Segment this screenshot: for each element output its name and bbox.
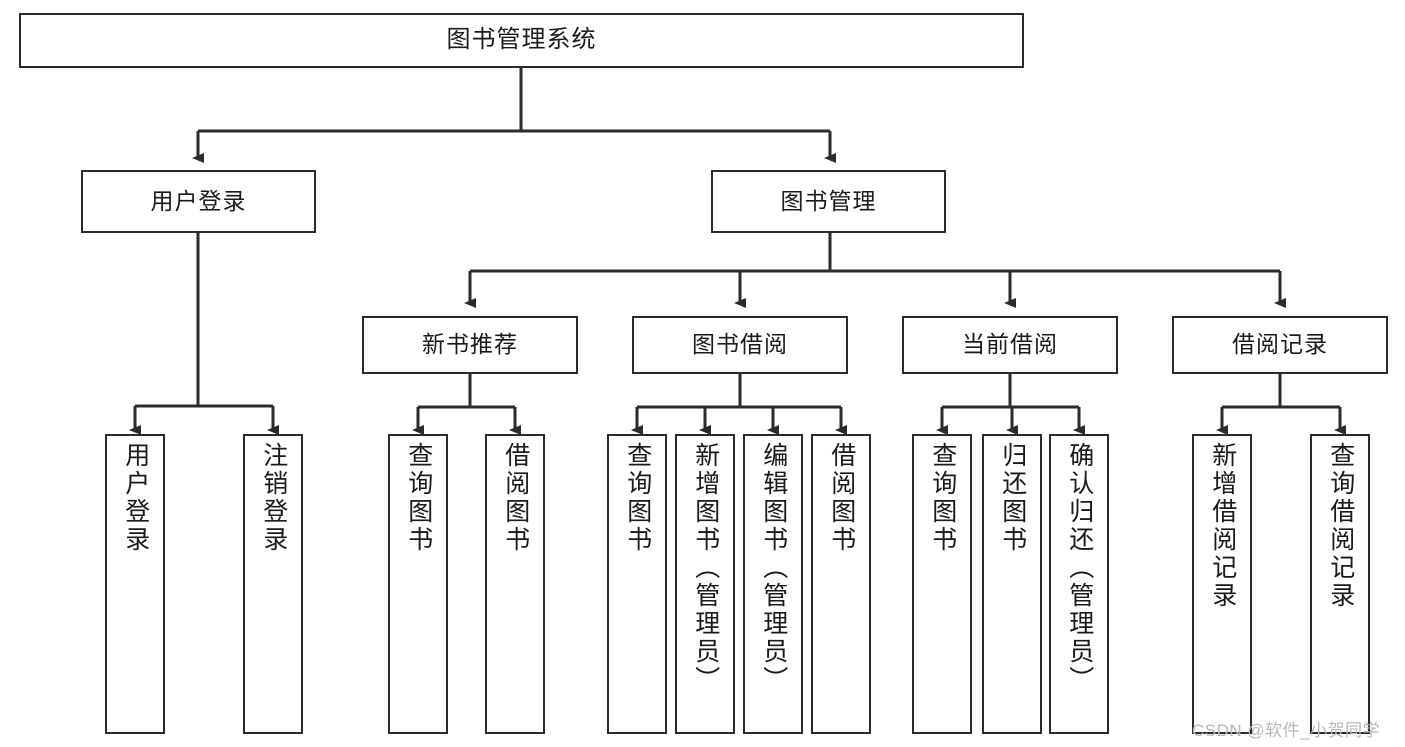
leaf-current-return-book[interactable]: 归还图书 <box>982 434 1042 734</box>
node-label: 当前借阅 <box>962 331 1058 358</box>
leaf-user-login[interactable]: 用户登录 <box>105 434 165 734</box>
leaf-borrow-borrow-book[interactable]: 借阅图书 <box>811 434 871 734</box>
leaf-record-add-borrow-record[interactable]: 新增借阅记录 <box>1192 434 1252 734</box>
leaf-recommend-borrow-book[interactable]: 借阅图书 <box>485 434 545 734</box>
node-book-borrow[interactable]: 图书借阅 <box>632 316 848 374</box>
node-label: 借阅图书 <box>501 442 530 554</box>
node-label: 查询图书 <box>623 442 652 554</box>
node-label: 用户登录 <box>121 442 150 554</box>
node-label: 新增图书（管理员） <box>691 442 720 694</box>
node-label: 图书管理 <box>780 187 877 214</box>
node-new-book-recommend[interactable]: 新书推荐 <box>362 316 578 374</box>
leaf-borrow-edit-book-admin[interactable]: 编辑图书（管理员） <box>743 434 803 734</box>
node-borrow-record[interactable]: 借阅记录 <box>1172 316 1388 374</box>
node-label: 归还图书 <box>998 442 1027 554</box>
node-label: 注销登录 <box>259 442 288 554</box>
leaf-logout-login[interactable]: 注销登录 <box>243 434 303 734</box>
node-user-login[interactable]: 用户登录 <box>81 170 316 233</box>
node-root-book-management-system[interactable]: 图书管理系统 <box>19 13 1024 68</box>
node-book-management[interactable]: 图书管理 <box>711 170 946 233</box>
node-label: 图书借阅 <box>692 331 788 358</box>
node-label: 图书管理系统 <box>446 26 597 54</box>
leaf-record-query-borrow-record[interactable]: 查询借阅记录 <box>1310 434 1370 734</box>
leaf-borrow-add-book-admin[interactable]: 新增图书（管理员） <box>675 434 735 734</box>
leaf-recommend-query-book[interactable]: 查询图书 <box>388 434 448 734</box>
node-label: 编辑图书（管理员） <box>759 442 788 694</box>
node-label: 用户登录 <box>150 187 247 214</box>
node-label: 确认归还（管理员） <box>1065 442 1094 694</box>
node-label: 借阅图书 <box>827 442 856 554</box>
node-label: 查询图书 <box>404 442 433 554</box>
node-label: 新增借阅记录 <box>1208 442 1237 610</box>
node-label: 新书推荐 <box>422 331 518 358</box>
node-label: 借阅记录 <box>1232 331 1328 358</box>
leaf-current-confirm-return-admin[interactable]: 确认归还（管理员） <box>1049 434 1109 734</box>
csdn-watermark: CSDN @软件_小贺同学 <box>1192 721 1381 740</box>
node-current-borrow[interactable]: 当前借阅 <box>902 316 1118 374</box>
node-label: 查询图书 <box>928 442 957 554</box>
node-label: 查询借阅记录 <box>1326 442 1355 610</box>
leaf-current-query-book[interactable]: 查询图书 <box>912 434 972 734</box>
leaf-borrow-query-book[interactable]: 查询图书 <box>607 434 667 734</box>
